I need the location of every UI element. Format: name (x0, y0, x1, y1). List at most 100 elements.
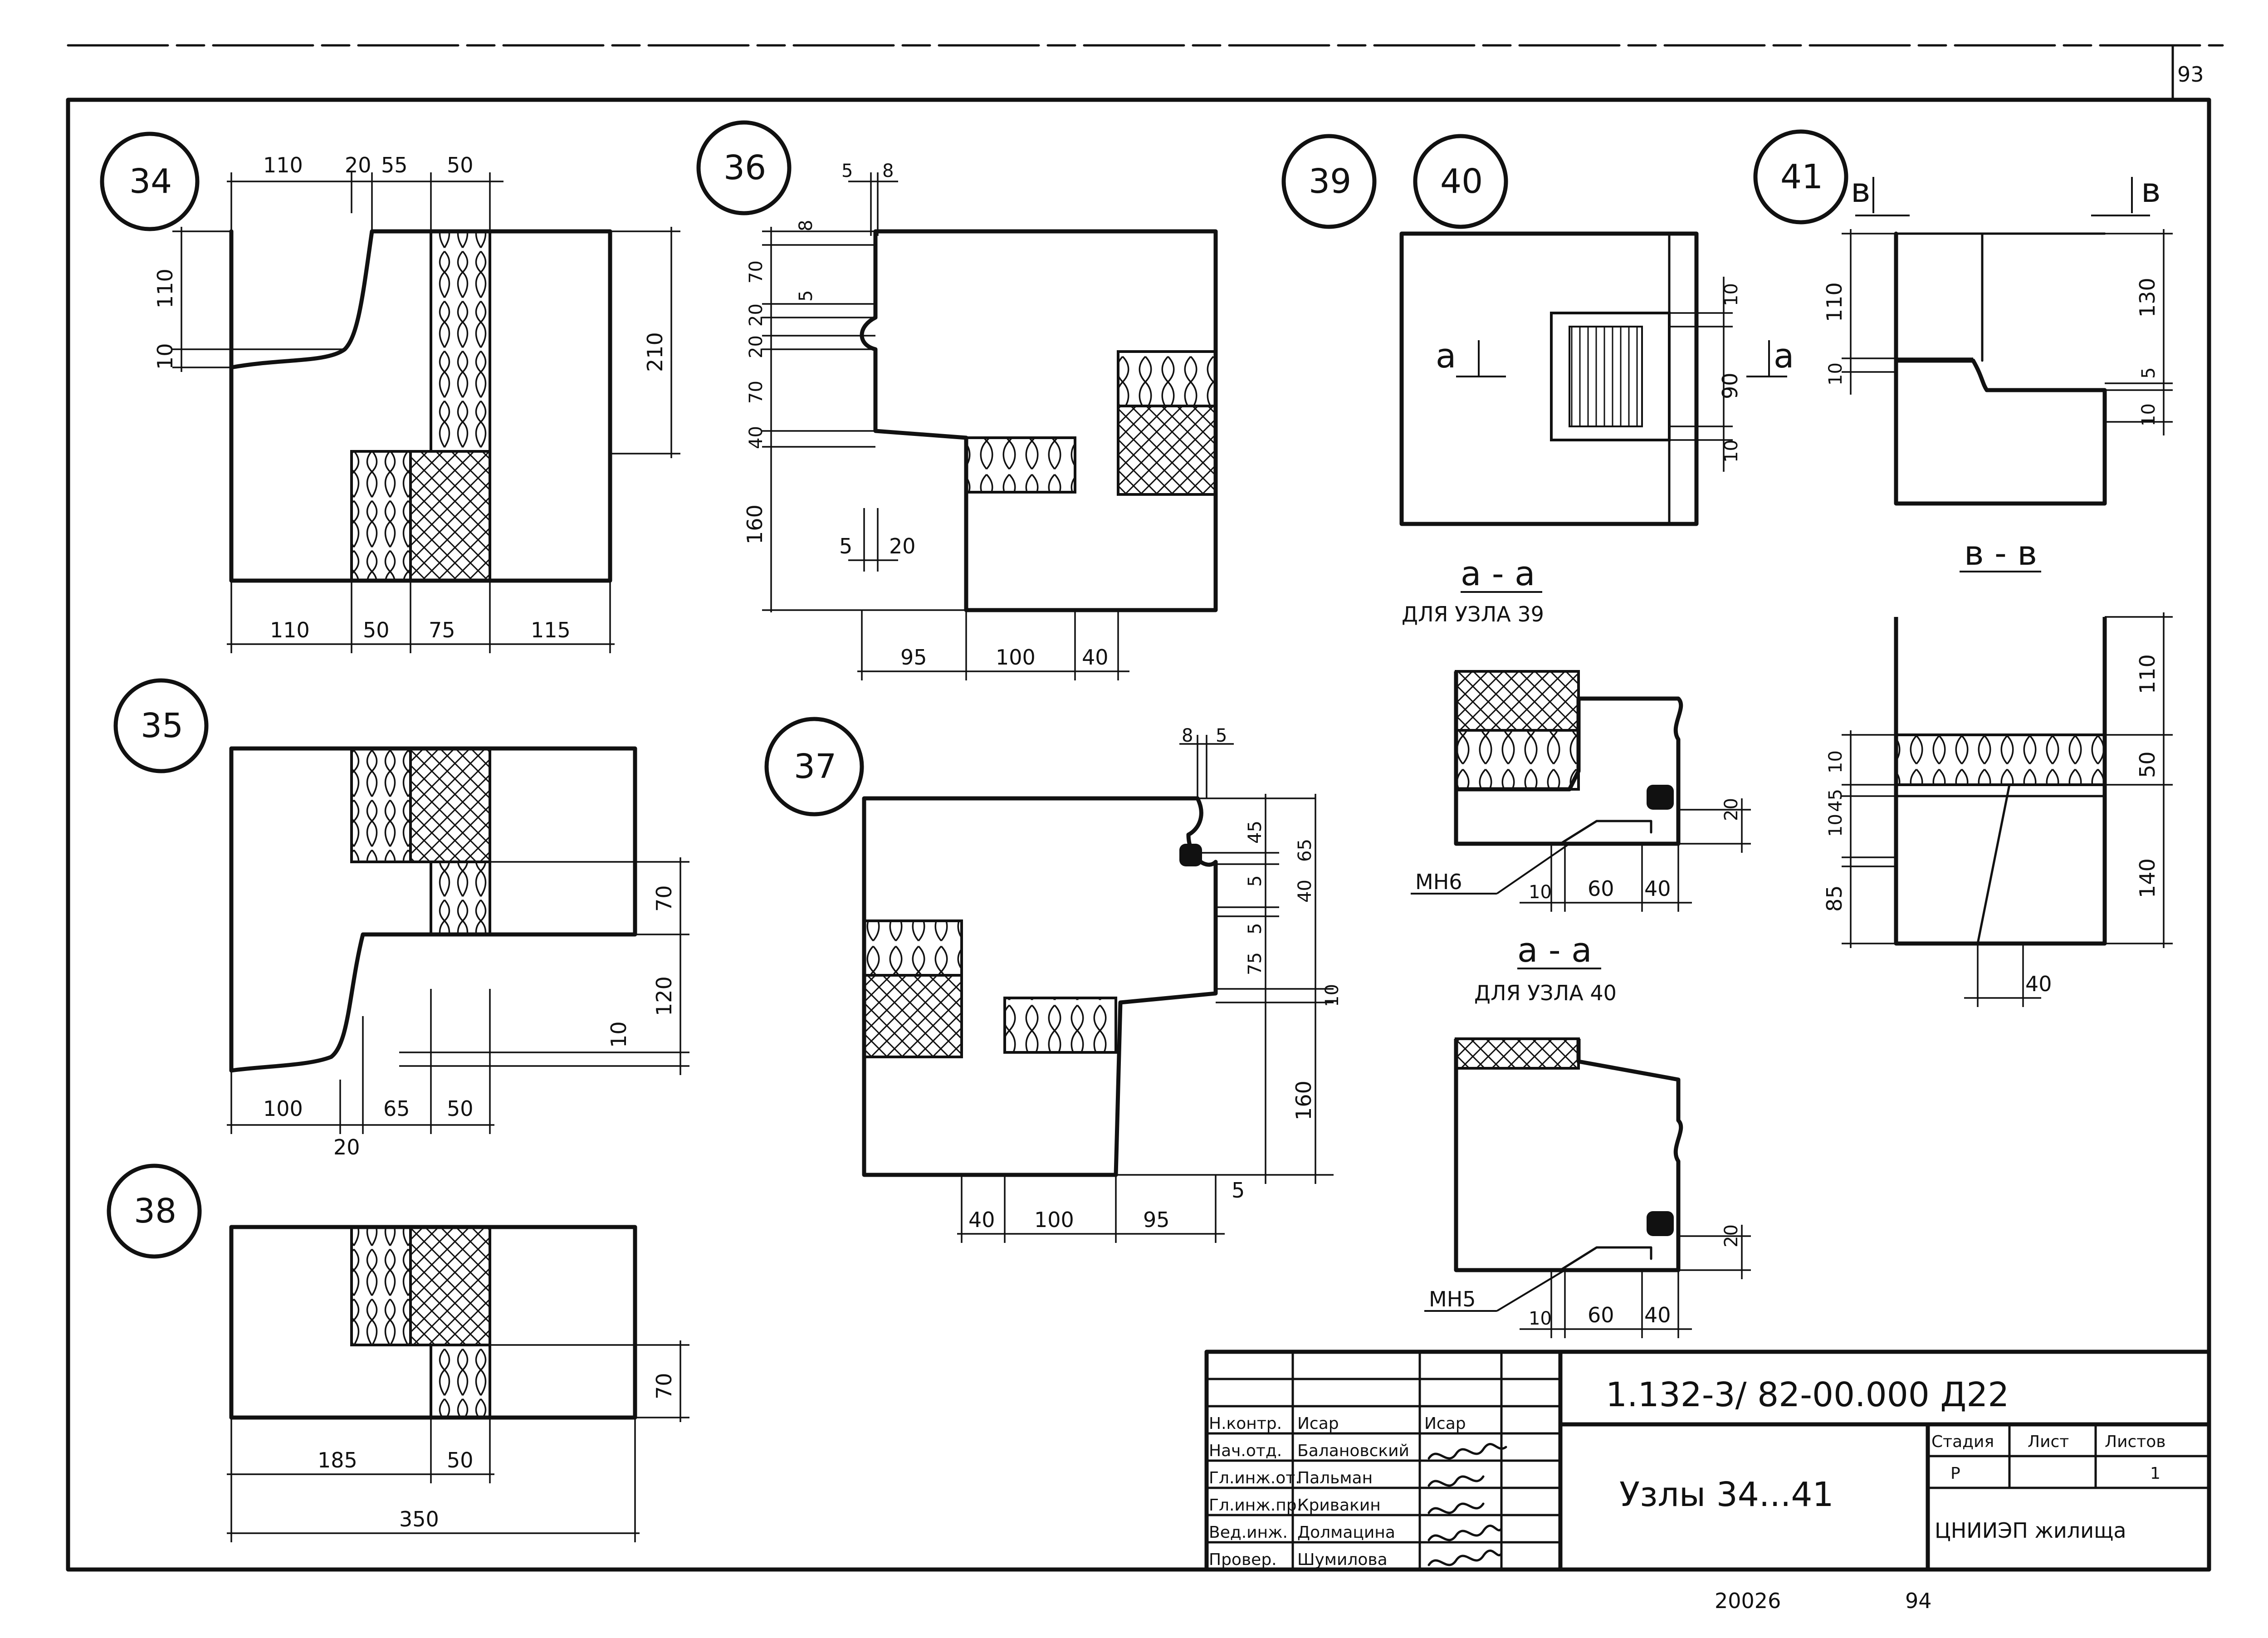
section-mark: в (1851, 171, 1871, 210)
name-cell: Шумилова (1297, 1550, 1388, 1569)
title-block: 1.132-3/ 82-00.000 Д22 Узлы 34...41 Стад… (1204, 1350, 2211, 1572)
sign-cell: Исар (1424, 1414, 1466, 1433)
signature (1427, 1475, 1485, 1487)
dim-label: 20 (746, 303, 767, 327)
insulation (1895, 733, 2106, 786)
dim-label: 5 (1245, 923, 1266, 934)
dim-label: 5 (1232, 1178, 1245, 1203)
dim-label: 75 (1245, 952, 1266, 975)
dim-label: 60 (1588, 1303, 1614, 1327)
node-label: 41 (1780, 157, 1823, 196)
concrete-hatch (409, 450, 491, 582)
dim-label: 10 (153, 343, 177, 370)
dim-label: 40 (1644, 1303, 1671, 1327)
node-label: 36 (723, 148, 766, 187)
dim-label: 50 (447, 1096, 474, 1121)
dim-label: 10 (1322, 984, 1343, 1007)
section-bb: в - в 10 10 45 85 110 50 140 40 (1822, 534, 2173, 1007)
dim-label: 20 (1721, 1224, 1742, 1247)
dim-label: 8 (1182, 725, 1193, 746)
window-frame (1550, 312, 1671, 441)
concrete-hatch (863, 974, 963, 1058)
node-36: 36 8 70 5 20 20 70 40 160 5 8 5 20 95 10… (696, 120, 1218, 680)
dim-label: 100 (263, 1096, 303, 1121)
node-39-40: 39 40 a a 10 90 10 (1281, 134, 1794, 526)
dim-label: 10 (1721, 440, 1742, 463)
dim-label: 95 (900, 645, 927, 670)
dim-label: 110 (270, 618, 310, 642)
dim-label: 100 (996, 645, 1036, 670)
dim-label: 110 (263, 153, 303, 177)
dim-label: 70 (652, 885, 676, 912)
frame-hatch (1569, 326, 1643, 427)
dim-label: 70 (746, 260, 767, 284)
role-cell: Провер. (1209, 1550, 1277, 1569)
node-label: 38 (134, 1192, 176, 1231)
insulation (1003, 997, 1117, 1054)
section-subtitle: ДЛЯ УЗЛА 40 (1474, 981, 1617, 1005)
dim-label: 50 (447, 153, 474, 177)
dim-label: 10 (2138, 403, 2159, 426)
dim-label: 10 (1825, 750, 1846, 773)
dim-label: 160 (1291, 1081, 1316, 1120)
dim-label: 85 (1822, 885, 1847, 912)
name-cell: Балановский (1297, 1442, 1409, 1460)
dim-label: 70 (652, 1373, 676, 1399)
insulation (965, 436, 1076, 494)
dim-label: 10 (1529, 882, 1552, 903)
dim-label: 90 (1718, 372, 1742, 399)
seal (1647, 1211, 1674, 1236)
insulation (430, 1344, 491, 1419)
concrete-hatch (409, 1226, 491, 1346)
dim-label: 100 (1034, 1208, 1074, 1232)
dim-label: 10 (1529, 1308, 1552, 1329)
drawing-code: 1.132-3/ 82-00.000 Д22 (1606, 1375, 2009, 1414)
dim-label: 110 (2135, 654, 2160, 694)
role-cell: Гл.инж.от. (1209, 1469, 1300, 1487)
dim-label: 5 (2138, 367, 2159, 379)
insulation (350, 747, 412, 863)
dim-label: 5 (1245, 875, 1266, 887)
node-label: 37 (794, 747, 836, 786)
dim-label: 20 (345, 153, 371, 177)
dim-label: 210 (643, 332, 667, 372)
seal (1647, 785, 1674, 810)
dim-label: 160 (743, 504, 767, 544)
node-38: 38 70 185 50 350 (107, 1164, 689, 1542)
dim-label: 10 (1721, 283, 1742, 306)
role-cell: Н.контр. (1209, 1414, 1282, 1433)
dim-label: 110 (1822, 282, 1847, 322)
section-title: а - а (1461, 554, 1535, 593)
dim-label: 5 (841, 161, 853, 181)
role-cell: Гл.инж.пр. (1209, 1496, 1302, 1515)
dim-label: 8 (796, 220, 816, 231)
concrete-hatch (1455, 1037, 1580, 1070)
section-mark: a (1774, 337, 1794, 376)
node-37-seal (1179, 844, 1202, 866)
dim-label: 5 (839, 534, 852, 558)
name-cell: Пальман (1297, 1469, 1373, 1487)
dim-label: 10 (1825, 362, 1846, 386)
sheet-frame (66, 44, 2224, 1572)
signature (1427, 1502, 1485, 1514)
drawing-title: Узлы 34...41 (1619, 1475, 1834, 1514)
dim-label: 50 (363, 618, 390, 642)
role-cell: Нач.отд. (1209, 1442, 1282, 1460)
dim-label: 10 (606, 1021, 631, 1048)
sheets-header: Листов (2105, 1433, 2165, 1451)
section-subtitle: ДЛЯ УЗЛА 39 (1402, 602, 1544, 626)
signature (1427, 1550, 1503, 1566)
section-mark: в (2141, 171, 2161, 210)
insulation (863, 919, 963, 977)
dim-label: 5 (1216, 725, 1227, 746)
dim-label: 40 (1295, 880, 1315, 903)
dim-label: 65 (1295, 839, 1315, 862)
name-cell: Долмацина (1297, 1523, 1395, 1542)
dim-label: 60 (1588, 876, 1614, 901)
signature (1427, 1525, 1503, 1541)
page-number: 93 (2177, 62, 2204, 87)
node-34: 34 110 20 55 50 110 10 210 110 50 75 115 (100, 132, 680, 653)
name-cell: Исар (1297, 1414, 1339, 1433)
section-title: а - а (1517, 931, 1592, 970)
